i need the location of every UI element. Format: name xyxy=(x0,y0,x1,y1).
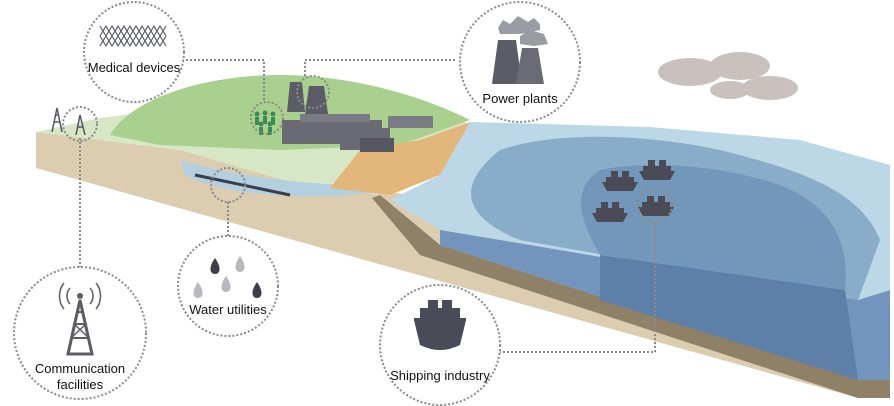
callout-power-plants: Power plants xyxy=(459,1,581,123)
aquifer xyxy=(180,160,380,197)
factory-buildings xyxy=(282,114,433,152)
seafloor-edge xyxy=(372,195,890,398)
focus-ring-medical xyxy=(250,101,284,135)
pipeline xyxy=(194,173,291,197)
people-group xyxy=(254,110,276,135)
callout-communication-facilities: Communication facilities xyxy=(13,266,147,400)
callout-medical-devices: Medical devices xyxy=(83,1,185,103)
connector-medical xyxy=(182,59,265,100)
water-drops-icon xyxy=(193,256,262,298)
sand-beach xyxy=(330,122,500,195)
callout-communication-label-line2: facilities xyxy=(57,377,104,392)
small-radio-towers xyxy=(51,107,86,136)
callout-communication-label-line1: Communication xyxy=(35,361,125,376)
focus-ring-power xyxy=(296,75,330,109)
callout-connectors xyxy=(62,59,673,353)
connector-shipping xyxy=(500,222,656,353)
callout-power-label: Power plants xyxy=(482,91,558,106)
callout-medical-label: Medical devices xyxy=(88,60,181,75)
callout-water-label: Water utilities xyxy=(189,302,267,317)
ship-icon xyxy=(414,300,466,350)
cooling-tower-icon xyxy=(492,16,548,84)
sea-front-deep xyxy=(600,255,858,380)
stent-icon xyxy=(99,24,167,48)
callout-water-utilities: Water utilities xyxy=(177,235,279,337)
focus-ring-communication xyxy=(62,106,98,142)
callout-shipping-industry: Shipping industry xyxy=(379,284,501,406)
callout-shipping-label: Shipping industry xyxy=(390,368,490,383)
cooling-towers xyxy=(287,82,328,114)
cloud xyxy=(658,52,798,100)
connector-power xyxy=(304,59,455,78)
radio-tower-icon xyxy=(58,282,102,356)
focus-ring-shipping xyxy=(637,187,673,223)
focus-ring-water xyxy=(210,167,246,203)
